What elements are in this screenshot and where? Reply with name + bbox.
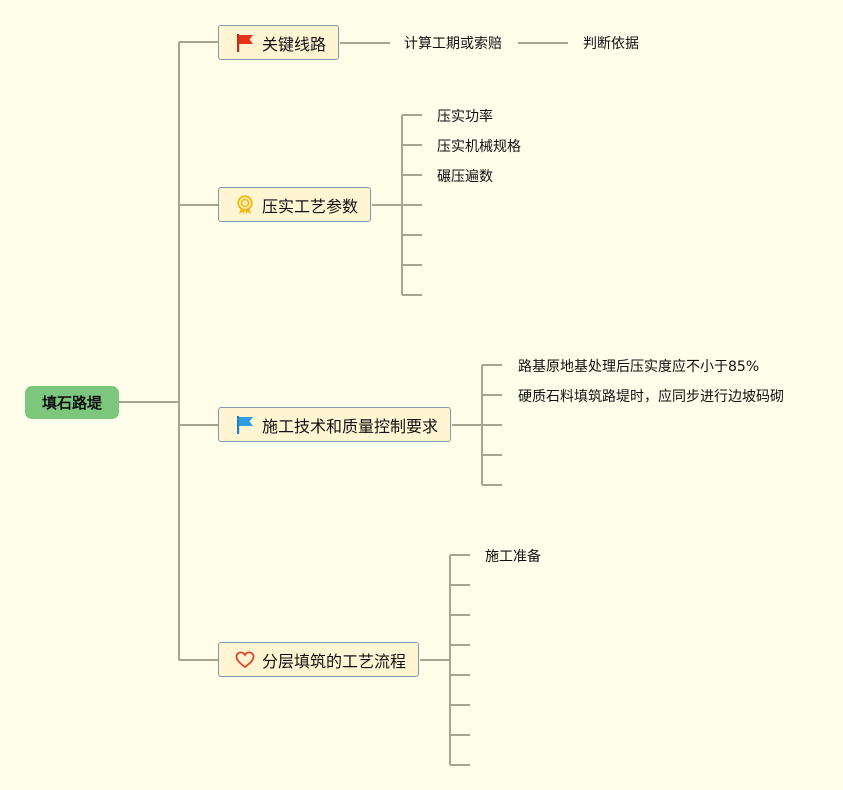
branch-label: 关键线路 bbox=[262, 34, 327, 54]
branch-label: 施工技术和质量控制要求 bbox=[262, 416, 439, 436]
heart-icon bbox=[235, 650, 255, 670]
branch-layered-filling[interactable]: 分层填筑的工艺流程 bbox=[218, 642, 420, 677]
red-flag-icon bbox=[235, 33, 255, 53]
branch-compaction-params[interactable]: 压实工艺参数 bbox=[218, 187, 372, 222]
leaf-judgement-basis[interactable]: 判断依据 bbox=[583, 36, 639, 52]
leaf-construction-prep[interactable]: 施工准备 bbox=[485, 549, 541, 565]
root-node[interactable]: 填石路堤 bbox=[25, 386, 119, 419]
leaf-slope-masonry[interactable]: 硬质石料填筑路堤时，应同步进行边坡码砌 bbox=[518, 389, 784, 405]
branch-quality-requirements[interactable]: 施工技术和质量控制要求 bbox=[218, 407, 452, 442]
blue-flag-icon bbox=[235, 415, 255, 435]
leaf-compaction-power[interactable]: 压实功率 bbox=[437, 109, 493, 125]
branch-key-path[interactable]: 关键线路 bbox=[218, 25, 340, 60]
root-label: 填石路堤 bbox=[41, 394, 102, 412]
leaf-calc-period[interactable]: 计算工期或索赔 bbox=[404, 36, 502, 52]
leaf-roll-passes[interactable]: 碾压遍数 bbox=[437, 169, 493, 185]
leaf-machine-spec[interactable]: 压实机械规格 bbox=[437, 139, 521, 155]
award-medal-icon bbox=[235, 194, 255, 215]
branch-label: 压实工艺参数 bbox=[262, 196, 359, 216]
branch-label: 分层填筑的工艺流程 bbox=[262, 651, 407, 671]
leaf-compaction-degree[interactable]: 路基原地基处理后压实度应不小于85% bbox=[518, 359, 760, 375]
